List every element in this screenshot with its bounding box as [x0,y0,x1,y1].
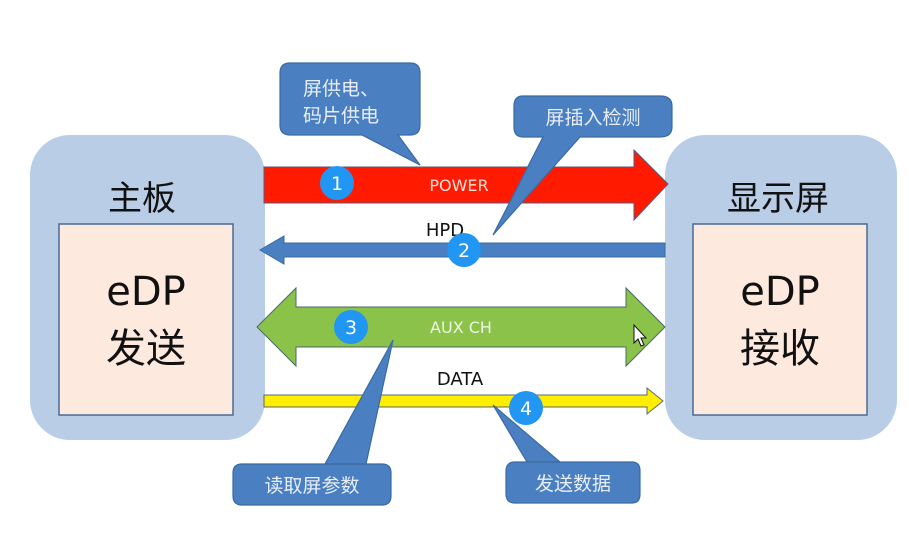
badge-1: 1 [320,166,354,200]
badge-2-circle [447,233,481,267]
data-label: DATA [437,369,484,390]
badge-3: 3 [334,310,368,344]
hpd-label: HPD [426,220,464,241]
edp-receive-line1: eDP [740,269,820,315]
display-block: 显示屏 eDP 接收 [665,135,897,440]
badge-4-number: 4 [520,398,532,420]
edp-transmit-box [58,223,234,416]
hpd-callout: 屏插入检测 [492,95,673,236]
aux-arrow [256,286,666,368]
badge-4: 4 [509,391,543,425]
edp-receive-line2: 接收 [740,326,820,372]
mouse-cursor-icon [633,323,648,347]
aux-callout: 读取屏参数 [232,339,394,506]
power-callout: 屏供电、 码片供电 [279,62,421,166]
badge-1-number: 1 [331,173,343,195]
badge-2-number: 2 [458,240,470,262]
display-title: 显示屏 [727,179,829,219]
mainboard-block: 主板 eDP 发送 [30,135,265,440]
aux-label: AUX CH [430,318,492,337]
badge-3-circle [334,310,368,344]
badge-3-number: 3 [345,317,357,339]
data-callout: 发送数据 [492,404,641,504]
aux-callout-bubble [232,339,394,506]
data-signal: DATA [263,369,664,416]
badge-4-circle [509,391,543,425]
mainboard-title: 主板 [108,179,176,219]
data-callout-text: 发送数据 [535,473,611,495]
power-signal: POWER [263,148,669,222]
edp-transmit-line1: eDP [106,269,186,315]
aux-callout-text: 读取屏参数 [264,475,359,497]
power-arrow [263,148,669,222]
edp-transmit-line2: 发送 [106,326,186,372]
power-callout-line1: 屏供电、 [303,78,379,100]
aux-signal: AUX CH [256,286,666,368]
hpd-callout-text: 屏插入检测 [545,107,640,129]
power-callout-bubble [279,62,421,166]
power-callout-line2: 码片供电 [303,105,379,127]
hpd-callout-bubble [492,95,673,236]
edp-receive-box [692,223,868,416]
data-callout-bubble [492,404,641,504]
badge-1-circle [320,166,354,200]
power-label: POWER [429,176,488,195]
badge-2: 2 [447,233,481,267]
data-arrow [263,386,664,416]
